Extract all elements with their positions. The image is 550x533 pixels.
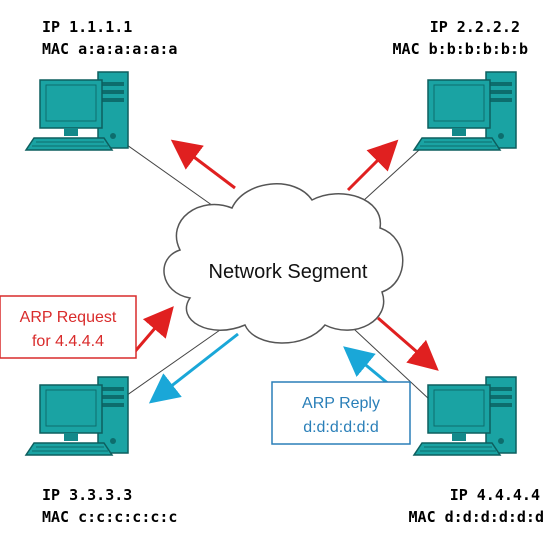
computer-top-right (413, 71, 517, 151)
computer-top-left (25, 71, 129, 151)
arp-reply-box: ARP Reply d:d:d:d:d:d (271, 381, 411, 445)
arp-request-line2: for 4.4.4.4 (32, 333, 104, 350)
host-bottom-right-ip: IP 4.4.4.4 (450, 486, 540, 504)
arp-request-box: ARP Request for 4.4.4.4 (0, 295, 137, 359)
computer-bottom-left (25, 376, 129, 456)
request-arrow-to-bottom-right (377, 316, 439, 371)
network-cloud: Network Segment (163, 183, 404, 344)
host-bottom-right-mac: MAC d:d:d:d:d:d (409, 508, 544, 526)
computer-bottom-right (413, 376, 517, 456)
reply-arrow-to-bottom-left (148, 332, 239, 404)
host-top-left-ip: IP 1.1.1.1 (42, 18, 132, 36)
arp-request-line1: ARP Request (20, 309, 117, 326)
host-top-right-mac: MAC b:b:b:b:b:b (393, 40, 528, 58)
cloud-label: Network Segment (209, 261, 368, 283)
host-bottom-left-ip: IP 3.3.3.3 (42, 486, 132, 504)
host-top-left-mac: MAC a:a:a:a:a:a (42, 40, 177, 58)
request-arrow-from-bottom-left (130, 306, 174, 356)
host-bottom-left-mac: MAC c:c:c:c:c:c (42, 508, 177, 526)
arp-reply-line1: ARP Reply (302, 395, 380, 412)
arp-reply-line2: d:d:d:d:d:d (303, 419, 379, 436)
host-top-right-ip: IP 2.2.2.2 (430, 18, 520, 36)
request-arrow-to-top-left (170, 139, 236, 190)
request-arrow-to-top-right (346, 139, 399, 192)
